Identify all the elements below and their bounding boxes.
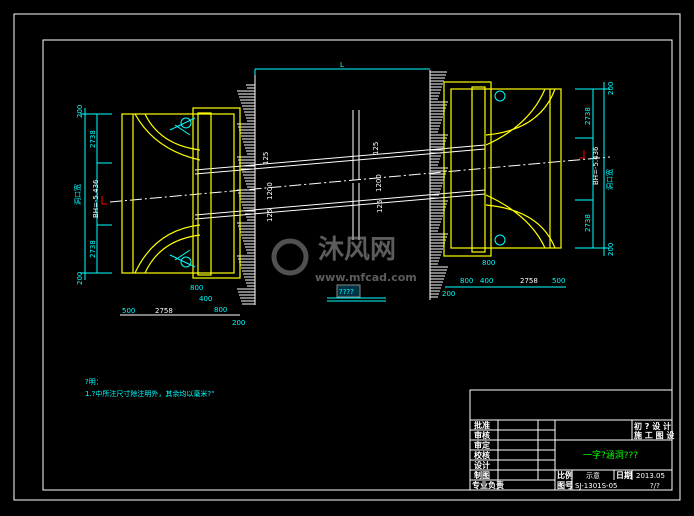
- sheet-number: ?/?: [650, 482, 660, 490]
- date-label: 日期: [616, 470, 632, 480]
- elevation-label: BH=-5.436: [592, 146, 600, 185]
- width-label: 洞口宽: [73, 184, 82, 205]
- elevation-label: BH=-5.436: [92, 179, 100, 218]
- dim-text: 200: [442, 290, 455, 298]
- dim-text: 400: [480, 277, 493, 285]
- scale-value: 示意: [586, 471, 600, 480]
- dim-text: 2758: [520, 277, 538, 285]
- dim-text: 2738: [584, 214, 592, 232]
- dim-text: 1200: [266, 182, 274, 200]
- drawing-title: 一字?涵洞???: [583, 449, 638, 461]
- dim-text: 2738: [89, 240, 97, 258]
- dim-L: L: [340, 61, 344, 69]
- dim-text: 200: [607, 243, 615, 256]
- dim-text: 200: [607, 82, 615, 95]
- notes-line: 1.?中所注尺寸除注明外，其余均以毫米?": [85, 389, 214, 398]
- dim-text: 500: [552, 277, 565, 285]
- dim-text: 125: [266, 209, 274, 222]
- right-wall-hatch: [430, 71, 448, 298]
- dim-text: 800: [190, 284, 203, 292]
- dim-text: 2738: [89, 130, 97, 148]
- tb-label: 审核: [474, 430, 490, 440]
- tb-label: 专业负责: [472, 480, 504, 490]
- center-plan: L 125 1200 125 125 1200 125 ????: [109, 61, 611, 305]
- outer-frame: [13, 13, 681, 501]
- dim-text: 2738: [584, 107, 592, 125]
- date-value: 2013.05: [636, 472, 665, 480]
- dim-text: 800: [460, 277, 473, 285]
- inner-frame: [42, 39, 673, 491]
- number-label: 图号: [557, 481, 573, 490]
- dim-text: 800: [214, 306, 227, 314]
- dim-text: 200: [76, 105, 84, 118]
- width-label: 洞口宽: [605, 169, 614, 190]
- dim-text: 500: [122, 307, 135, 315]
- dim-text: 400: [199, 295, 212, 303]
- center-tag-box: [336, 284, 361, 298]
- watermark-brand: 沐风网: [318, 235, 396, 265]
- tb-label: 审定: [474, 440, 490, 450]
- dim-text: 125: [262, 152, 270, 165]
- title-block: 批准 审核 审定 校核 设计 制图 专业负责 初 ? 设 计 施 工 图 设 一…: [469, 389, 674, 491]
- dim-text: 1200: [375, 174, 383, 192]
- stage-label: 施 工 图 设: [634, 430, 674, 440]
- dim-text: 200: [232, 319, 245, 327]
- notes-heading: ?明：: [85, 378, 103, 386]
- tb-label: 校核: [474, 450, 490, 460]
- left-elevation: 200 2738 2738 200 洞口宽 BH=-5.436 500 2758…: [73, 105, 245, 327]
- dim-text: 125: [372, 142, 380, 155]
- left-wall-hatch: [237, 84, 255, 305]
- watermark: 沐风网 www.mfcad.com: [271, 235, 417, 284]
- right-elevation: 200 2738 2738 200 洞口宽 BH=-5.436 200 800 …: [442, 81, 615, 298]
- tb-label: 制图: [474, 470, 490, 480]
- stage-label: 初 ? 设 计: [634, 421, 671, 431]
- tb-label: 设计: [474, 460, 490, 470]
- dim-text: 200: [76, 272, 84, 285]
- tb-label: 批准: [474, 420, 490, 430]
- dim-text: 800: [482, 259, 495, 267]
- dim-text: 2758: [155, 307, 173, 315]
- watermark-url: www.mfcad.com: [315, 271, 417, 284]
- drawing-number: SJ-1301S-05: [575, 482, 617, 490]
- scale-label: 比例: [557, 470, 573, 480]
- center-tag: ????: [339, 288, 354, 296]
- dim-text: 125: [376, 200, 384, 213]
